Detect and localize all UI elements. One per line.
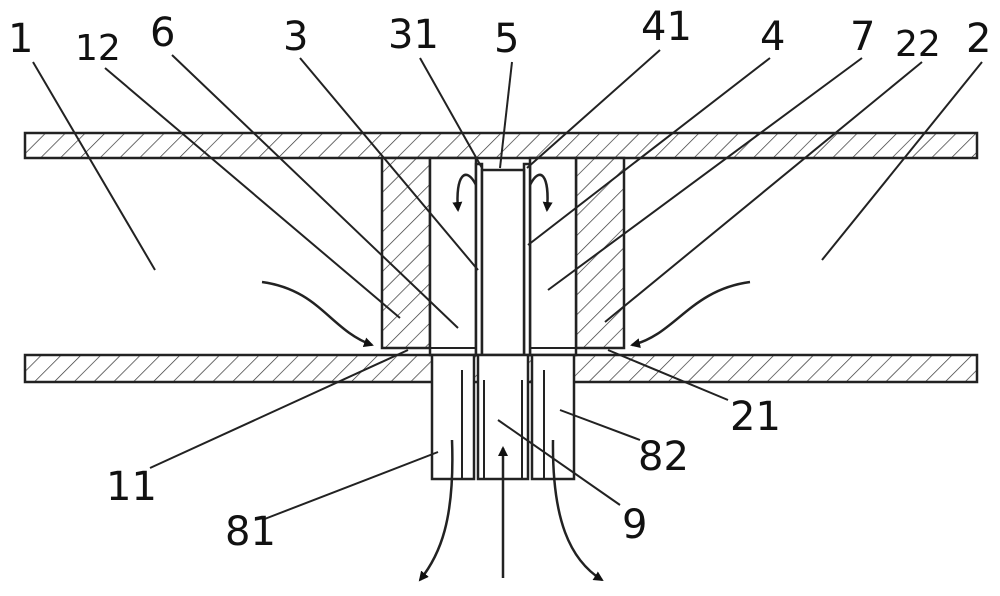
- label-81: 81: [225, 509, 276, 555]
- label-9: 9: [622, 502, 647, 548]
- label-7: 7: [850, 14, 875, 60]
- label-31: 31: [388, 12, 439, 58]
- label-2: 2: [966, 16, 991, 62]
- label-4: 4: [760, 14, 785, 60]
- left-block-12: [382, 158, 430, 348]
- leader-2: [822, 62, 982, 260]
- leader-12: [105, 68, 400, 318]
- leader-22: [605, 62, 922, 322]
- flow-arrow-left-inlet: [262, 282, 372, 345]
- left-chamber-6: [430, 158, 476, 355]
- label-3: 3: [283, 14, 308, 60]
- label-5: 5: [494, 16, 519, 62]
- right-block-22: [576, 158, 624, 348]
- leader-81: [262, 452, 438, 520]
- channel-5: [482, 170, 524, 355]
- label-41: 41: [641, 4, 692, 50]
- label-6: 6: [150, 10, 175, 56]
- leader-1: [33, 62, 155, 270]
- right-chamber-7: [530, 158, 576, 355]
- label-21: 21: [730, 394, 781, 440]
- label-1: 1: [8, 16, 33, 62]
- flow-arrow-right-inlet: [632, 282, 750, 345]
- label-12: 12: [75, 28, 121, 69]
- label-22: 22: [895, 24, 941, 65]
- label-82: 82: [638, 434, 689, 480]
- label-11: 11: [106, 464, 157, 510]
